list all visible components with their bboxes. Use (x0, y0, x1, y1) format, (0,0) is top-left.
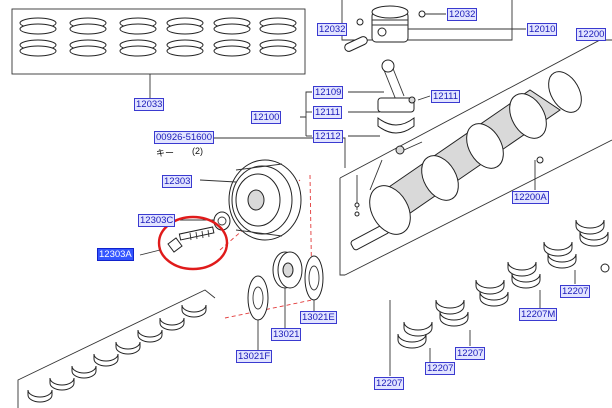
piston-pin (344, 36, 368, 52)
part-label-12207-low[interactable]: 12207 (425, 362, 456, 375)
crankshaft (350, 71, 582, 251)
crank-pulley (228, 159, 302, 241)
part-label-13021F[interactable]: 13021F (236, 350, 273, 363)
part-label-13021E[interactable]: 13021E (300, 311, 337, 324)
gear-spacer-f (247, 275, 269, 321)
part-label-12207M[interactable]: 12207M (519, 308, 558, 321)
pin-clip-a (418, 10, 426, 18)
part-label-12111-left[interactable]: 12111 (313, 106, 343, 119)
connecting-rod (377, 59, 416, 155)
part-label-12100[interactable]: 12100 (251, 111, 282, 124)
part-label-12303A[interactable]: 12303A (97, 248, 134, 261)
part-label-12303C[interactable]: 12303C (138, 214, 176, 227)
piston-ring-sets (19, 17, 297, 57)
ring-stack-2 (69, 17, 107, 57)
ring-stack-3 (119, 17, 157, 57)
part-label-12207-top[interactable]: 12207 (560, 285, 591, 298)
part-label-12033[interactable]: 12033 (134, 98, 165, 111)
part-label-12032-left[interactable]: 12032 (317, 23, 348, 36)
part-label-12032-right[interactable]: 12032 (447, 8, 478, 21)
part-label-12200[interactable]: 12200 (576, 28, 607, 41)
part-label-12200A[interactable]: 12200A (512, 191, 549, 204)
part-label-13021[interactable]: 13021 (271, 328, 302, 341)
ring-stack-6 (259, 17, 297, 57)
pulley-washer (213, 211, 231, 231)
part-label-12207-bottom[interactable]: 12207 (374, 377, 405, 390)
part-label-12112[interactable]: 12112 (313, 130, 343, 143)
ring-stack-5 (213, 17, 251, 57)
key-label: キー (156, 148, 175, 158)
rod-bearings (27, 304, 207, 403)
ring-stack-4 (166, 17, 204, 57)
ring-stack-1 (19, 17, 57, 57)
piston (371, 5, 409, 43)
pin-clip-b (356, 18, 364, 26)
pulley-bolt (167, 226, 215, 253)
timing-gear (272, 251, 303, 289)
part-label-00926-51600[interactable]: 00926-51600 (154, 131, 214, 144)
part-label-12303[interactable]: 12303 (162, 175, 193, 188)
part-label-12010[interactable]: 12010 (527, 23, 558, 36)
part-label-12207-mid[interactable]: 12207 (455, 347, 486, 360)
main-bearings (397, 219, 610, 349)
highlight-circle (157, 215, 229, 271)
part-label-12111-right[interactable]: 12111 (431, 90, 461, 103)
gear-spacer-e (304, 255, 324, 301)
key-quantity: (2) (192, 146, 203, 156)
part-label-12109[interactable]: 12109 (313, 86, 344, 99)
ring-set-frame (11, 8, 306, 75)
